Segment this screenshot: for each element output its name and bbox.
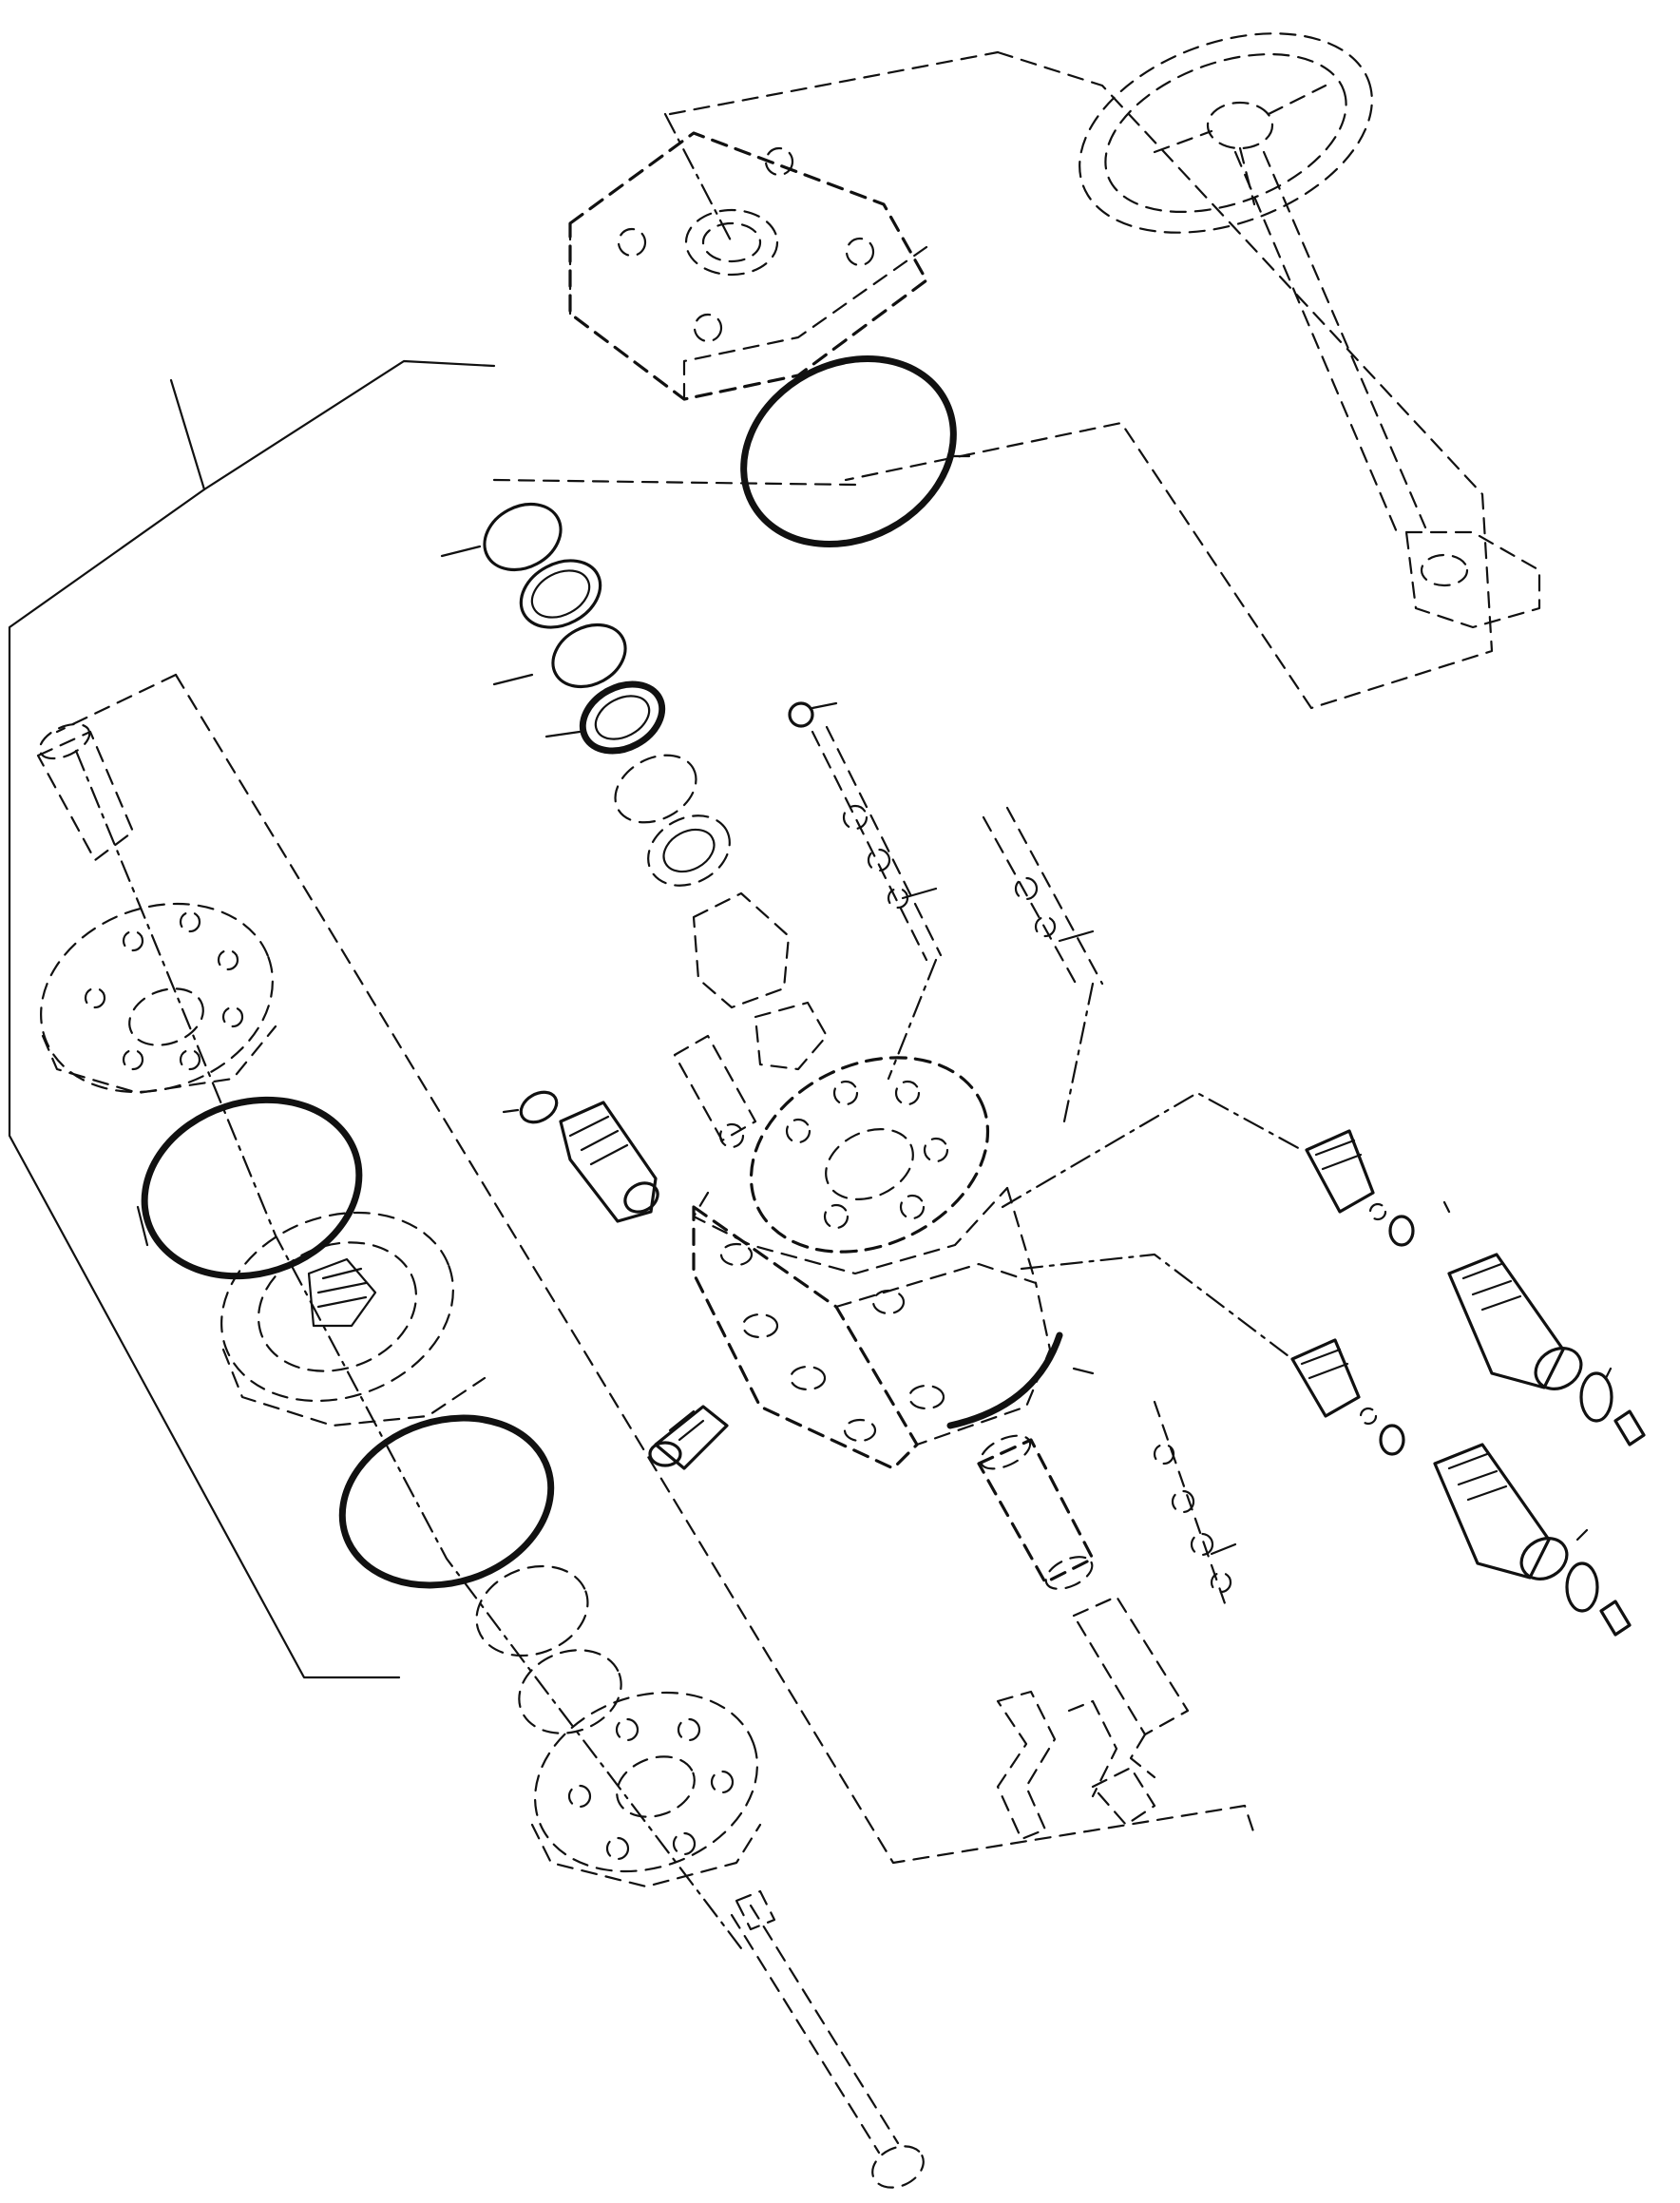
drive-shaft-parts: [977, 1400, 1237, 1841]
large-o-ring-top: [740, 354, 957, 548]
steering-wheel-assembly: [1079, 32, 1541, 629]
check-valve-pins: [788, 701, 1104, 1123]
spool-seal-stack: [440, 502, 829, 1071]
spool-cartridge: [673, 1034, 757, 1149]
mounting-bolt: [648, 1405, 729, 1470]
phantom-frame: [55, 50, 1494, 1865]
relief-valve-left: [502, 1090, 659, 1223]
tie-bolt: [730, 1889, 925, 2189]
end-cover-plate: [568, 112, 928, 401]
gerotor-stack: [36, 722, 762, 1950]
relief-valves-right: [1001, 1091, 1646, 1637]
assembly-bracket: [8, 359, 496, 1679]
valve-housing: [692, 1056, 1095, 1470]
